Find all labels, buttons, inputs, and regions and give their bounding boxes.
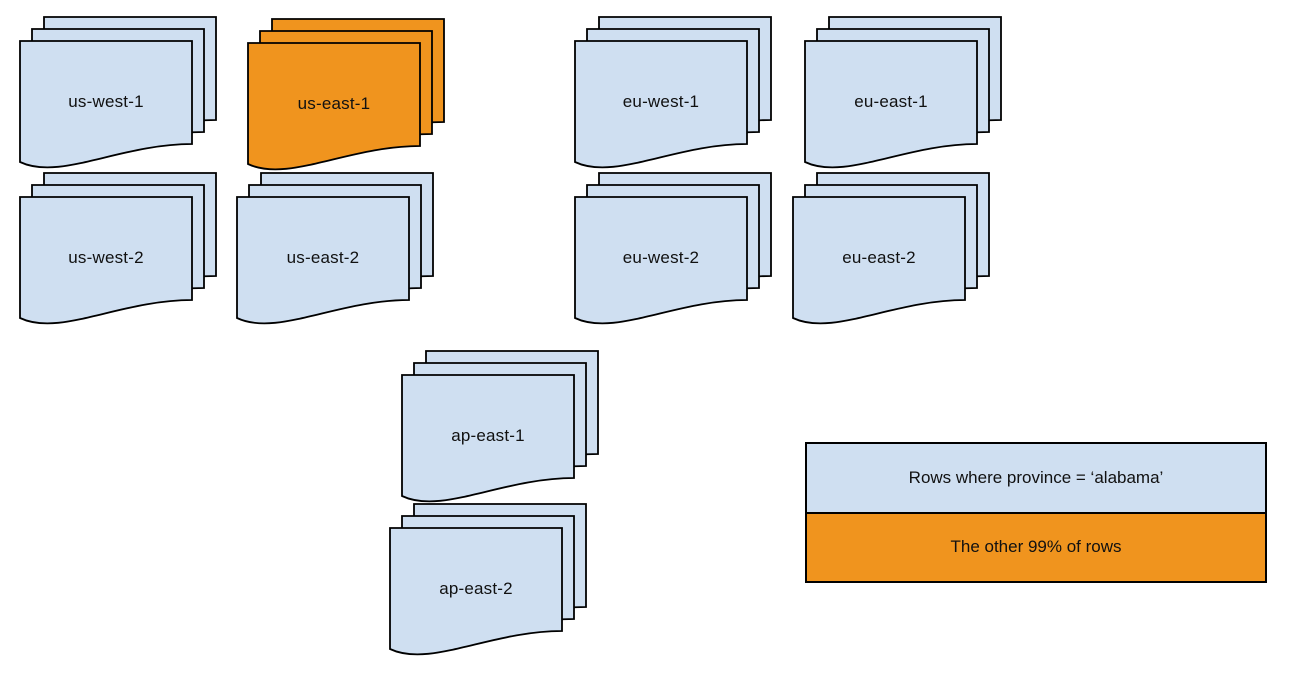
doc-stack-ap-east-2: ap-east-2 [389, 503, 589, 661]
document-page-shape [19, 196, 193, 325]
doc-stack-us-west-2: us-west-2 [19, 172, 219, 330]
document-stack-icon [792, 172, 990, 325]
doc-stack-ap-east-1: ap-east-1 [401, 350, 601, 508]
doc-stack-us-east-2: us-east-2 [236, 172, 436, 330]
document-stack-icon [574, 172, 772, 325]
doc-stack-eu-east-1: eu-east-1 [804, 16, 1004, 174]
document-stack-icon [389, 503, 587, 656]
legend-item-label: The other 99% of rows [950, 537, 1122, 557]
document-page-shape [804, 40, 978, 169]
document-page-shape [401, 374, 575, 503]
document-page-shape [247, 42, 421, 171]
doc-stack-eu-east-2: eu-east-2 [792, 172, 992, 330]
document-stack-icon [574, 16, 772, 169]
document-page-shape [236, 196, 410, 325]
doc-stack-eu-west-1: eu-west-1 [574, 16, 774, 174]
doc-stack-eu-west-2: eu-west-2 [574, 172, 774, 330]
legend: Rows where province = ‘alabama’ The othe… [805, 442, 1267, 583]
document-stack-icon [19, 16, 217, 169]
document-page-shape [574, 40, 748, 169]
document-stack-icon [247, 18, 445, 171]
document-page-shape [792, 196, 966, 325]
document-stack-icon [401, 350, 599, 503]
document-page-shape [574, 196, 748, 325]
doc-stack-us-west-1: us-west-1 [19, 16, 219, 174]
document-page-shape [19, 40, 193, 169]
document-page-shape [389, 527, 563, 656]
document-stack-icon [236, 172, 434, 325]
document-stack-icon [804, 16, 1002, 169]
legend-item-alabama-rows: Rows where province = ‘alabama’ [807, 444, 1265, 512]
legend-item-other-rows: The other 99% of rows [807, 511, 1265, 581]
legend-item-label: Rows where province = ‘alabama’ [908, 467, 1164, 487]
document-stack-icon [19, 172, 217, 325]
doc-stack-us-east-1: us-east-1 [247, 18, 447, 176]
